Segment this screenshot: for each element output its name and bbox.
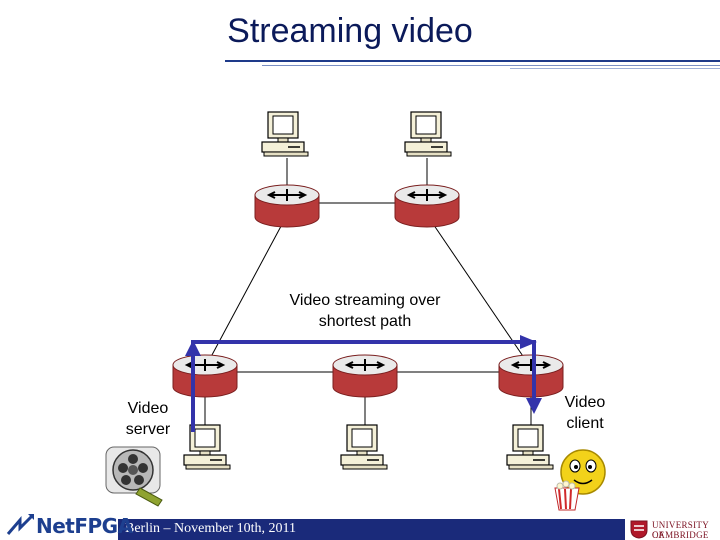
- video-server-label: Video server: [108, 398, 188, 440]
- router-bottom-right: [498, 354, 564, 398]
- cambridge-crest-icon: [630, 520, 648, 539]
- video-server-line-1: Video: [127, 400, 169, 417]
- footer-bar: [118, 519, 720, 540]
- video-client-line-1: Video: [564, 394, 606, 411]
- title-rule-tertiary: [510, 68, 720, 69]
- router-bottom-left: [172, 354, 238, 398]
- netfpga-logo-icon: [6, 514, 34, 535]
- film-reel-icon: [105, 446, 163, 507]
- annotation-label: Video streaming over shortest path: [255, 290, 475, 332]
- smiley-popcorn-icon: [554, 449, 606, 511]
- video-client-line-2: client: [566, 415, 604, 432]
- annotation-line-1: Video streaming over: [289, 292, 441, 309]
- router-bottom-middle: [332, 354, 398, 398]
- router-top-left: [254, 184, 320, 228]
- title-rule-secondary: [262, 65, 720, 66]
- computer-bottom-middle: [340, 424, 388, 470]
- cambridge-logo: [625, 519, 720, 540]
- title-rule: [225, 60, 720, 62]
- computer-bottom-left: [183, 424, 231, 470]
- computer-top-left: [261, 111, 309, 157]
- computer-top-right: [404, 111, 452, 157]
- cambridge-logo-line-2: CAMBRIDGE: [652, 530, 709, 540]
- path-arrow-down: [526, 398, 542, 414]
- path-arrow-up: [185, 340, 201, 356]
- netfpga-logo-text: NetFPGA: [36, 514, 133, 538]
- streaming-path: [191, 340, 536, 432]
- slide-title: Streaming video: [227, 12, 473, 50]
- video-server-line-2: server: [125, 421, 171, 438]
- annotation-line-2: shortest path: [318, 313, 412, 330]
- path-arrow-right: [520, 335, 537, 349]
- video-client-label: Video client: [545, 392, 625, 434]
- cambridge-logo-line-1: UNIVERSITY OF: [652, 520, 709, 540]
- router-top-right: [394, 184, 460, 228]
- footer-event: Berlin – November 10th, 2011: [125, 521, 296, 536]
